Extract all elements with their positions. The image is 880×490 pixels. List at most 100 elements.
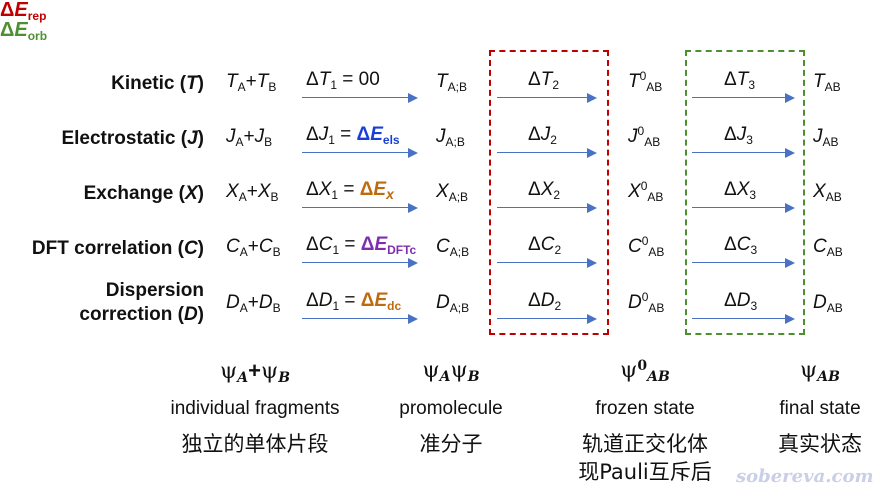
arrow1-c-line — [302, 262, 409, 263]
delta2-d: ΔD2 — [528, 290, 561, 312]
term-fragments-d: DA+DB — [226, 292, 281, 315]
term-frozen-t: T0AB — [628, 69, 663, 94]
caption-en-0: individual fragments — [170, 398, 340, 419]
arrow2-j-line — [497, 152, 588, 153]
caption-cn-0-0: 独立的单体片段 — [181, 432, 329, 456]
symbol: X — [257, 181, 271, 202]
subscript: AB — [822, 135, 839, 149]
superscript: 0 — [640, 179, 648, 193]
symbol: C — [318, 234, 333, 255]
row-label-text: Exchange ( — [83, 183, 185, 204]
wavefunction-label-2: ψ0AB — [585, 358, 705, 384]
delta2-c: ΔC2 — [528, 235, 561, 256]
subscript: AB — [646, 80, 663, 94]
psi-symbol: ψ — [450, 358, 468, 383]
arrow3-j-head — [785, 147, 795, 158]
row-label-line: DFT correlation (C) — [4, 237, 204, 261]
delta1-x: ΔX1 = ΔEx — [306, 179, 394, 202]
term-fragments-t: TA+TB — [226, 71, 276, 93]
symbol: C — [258, 236, 273, 257]
delta: Δ — [306, 124, 319, 145]
delta-e-rep-label-sub: rep — [27, 9, 47, 23]
term-promolecule-c: CA;B — [436, 237, 470, 259]
arrow2-d-line — [497, 318, 588, 319]
equals: = — [339, 234, 361, 255]
psi-symbol: ψ — [620, 358, 638, 383]
term-promolecule-t: TA;B — [436, 71, 467, 93]
symbol: J — [318, 124, 329, 145]
row-label-text: correction ( — [79, 303, 184, 325]
symbol: D — [318, 290, 333, 311]
arrow1-t-head — [408, 92, 418, 103]
delta2-t: ΔT2 — [528, 70, 559, 91]
caption-en-1: promolecule — [399, 398, 503, 419]
subscript: DFTc — [387, 243, 417, 257]
subscript: A;B — [449, 245, 470, 259]
term-final-d: DAB — [813, 293, 843, 314]
delta: Δ — [528, 124, 541, 145]
symbol: T — [436, 71, 448, 92]
psi-symbol: ψ — [422, 358, 440, 383]
delta1-t: ΔT1 = 00 — [306, 70, 380, 91]
arrow1-d-line — [302, 318, 409, 319]
arrow1-t-line — [302, 97, 409, 98]
symbol: J — [254, 126, 265, 147]
delta: Δ — [528, 290, 541, 311]
row-label-line: correction (D) — [4, 303, 204, 327]
symbol: E — [374, 234, 388, 255]
delta-e-rep-label: ΔErep — [0, 0, 880, 23]
symbol: C — [736, 234, 751, 255]
subscript: 3 — [749, 188, 757, 202]
arrow2-t-head — [587, 92, 597, 103]
caption-cn-2-1: 现Pauli互斥后 — [578, 460, 712, 484]
symbol: X — [813, 181, 826, 202]
arrow1-x-head — [408, 202, 418, 213]
term-fragments-c: CA+CB — [226, 236, 281, 258]
subscript: els — [382, 133, 400, 147]
subscript: B — [467, 369, 480, 385]
watermark: sobereva.com — [736, 466, 874, 487]
arrow3-t-line — [692, 97, 786, 98]
delta: Δ — [724, 234, 737, 255]
delta-e-orb-label: ΔEorb — [0, 20, 880, 42]
superscript: 0 — [641, 290, 649, 304]
subscript: B — [270, 190, 279, 204]
subscript: A;B — [448, 190, 469, 204]
symbol: T — [226, 71, 238, 92]
row-label-text: Dispersion — [105, 280, 204, 301]
subscript: AB — [648, 301, 665, 315]
row-label-text: ) — [197, 238, 204, 259]
superscript: 0 — [639, 69, 647, 83]
symbol: X — [436, 181, 449, 202]
symbol: T — [256, 71, 269, 92]
delta1-c: ΔC1 = ΔEDFTc — [306, 234, 417, 257]
subscript: 3 — [748, 78, 755, 92]
plus-sign: + — [247, 292, 259, 313]
term-final-x: XAB — [813, 181, 842, 203]
term-frozen-x: X0AB — [628, 179, 663, 203]
arrow3-c-line — [692, 262, 786, 263]
plus-sign: + — [245, 71, 257, 92]
subscript: A — [239, 301, 248, 315]
psi-symbol: ψ — [219, 359, 238, 384]
delta-e-term: ΔEdc — [361, 290, 401, 312]
arrow2-j-head — [587, 147, 597, 158]
delta-e-rep-label-symbol: E — [14, 0, 28, 21]
subscript: 1 — [332, 243, 340, 257]
term-frozen-j: J0AB — [628, 125, 660, 148]
row-label-symbol: T — [186, 73, 198, 94]
row-label-line: Dispersion — [4, 279, 204, 303]
arrow3-x-line — [692, 207, 786, 208]
symbol: E — [373, 179, 387, 200]
row-label-text: Kinetic ( — [111, 73, 187, 94]
caption-en-3: final state — [779, 398, 861, 419]
delta3-c: ΔC3 — [724, 234, 757, 256]
subscript: x — [386, 186, 394, 202]
symbol: C — [628, 236, 642, 257]
delta3-x: ΔX3 — [724, 180, 757, 202]
arrow1-x-line — [302, 207, 409, 208]
arrow2-x-line — [497, 207, 588, 208]
repulsion-box — [489, 50, 609, 335]
caption-cn-1-0: 准分子 — [419, 432, 483, 456]
